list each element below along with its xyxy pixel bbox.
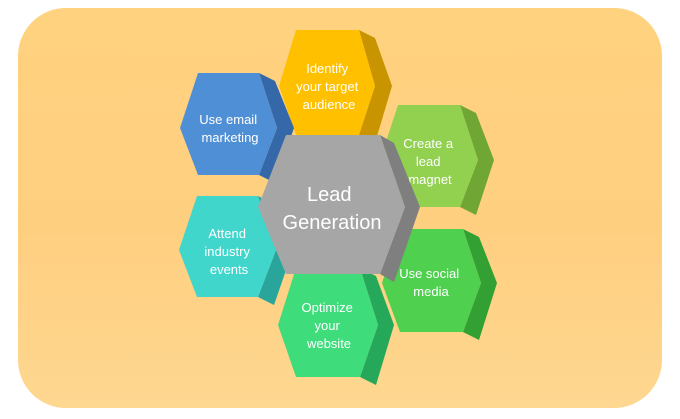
hex-website: Optimize your website bbox=[278, 268, 394, 385]
hex-events-line-2: industry bbox=[204, 244, 250, 259]
hex-events-side bbox=[258, 196, 293, 305]
hex-center-label: Lead Generation bbox=[283, 184, 382, 234]
hex-social-side bbox=[463, 229, 497, 340]
center-title-line-1: Lead bbox=[307, 184, 352, 206]
hex-social-face bbox=[382, 229, 481, 332]
hex-website-side bbox=[360, 268, 394, 385]
hex-events: Attend industry events bbox=[179, 196, 293, 305]
hex-email-line-1: Use email bbox=[199, 112, 257, 127]
hex-website-face bbox=[278, 268, 378, 377]
hex-identify: Identify your target audience bbox=[279, 30, 392, 143]
hex-identify-face bbox=[279, 30, 375, 135]
hex-center-side bbox=[380, 135, 420, 282]
hex-website-line-2: your bbox=[315, 318, 341, 333]
hex-lead-magnet-side bbox=[460, 105, 494, 215]
hex-identify-line-3: audience bbox=[303, 97, 356, 112]
hex-social: Use social media bbox=[382, 229, 497, 340]
hex-events-line-1: Attend bbox=[208, 226, 246, 241]
hex-social-line-2: media bbox=[413, 284, 449, 299]
center-title-line-2: Generation bbox=[283, 212, 382, 234]
hex-center: Lead Generation bbox=[258, 135, 420, 282]
hex-lead-magnet-label: Create a lead magnet bbox=[403, 136, 457, 187]
hex-social-label: Use social media bbox=[399, 266, 463, 299]
hex-lead-magnet-line-1: Create a bbox=[403, 136, 454, 151]
hex-lead-magnet-line-2: lead bbox=[416, 154, 441, 169]
hex-identify-label: Identify your target audience bbox=[296, 61, 362, 112]
hex-events-face bbox=[179, 196, 276, 297]
hex-identify-line-1: Identify bbox=[306, 61, 348, 76]
hex-email-label: Use email marketing bbox=[199, 112, 260, 145]
hex-email: Use email marketing bbox=[180, 73, 294, 183]
hex-lead-magnet-line-3: magnet bbox=[408, 172, 452, 187]
hex-events-label: Attend industry events bbox=[204, 226, 253, 277]
hex-center-face bbox=[258, 135, 405, 274]
hex-social-line-1: Use social bbox=[399, 266, 459, 281]
hex-email-face bbox=[180, 73, 277, 175]
hex-website-line-3: website bbox=[306, 336, 351, 351]
hex-website-line-1: Optimize bbox=[302, 300, 353, 315]
hex-email-line-2: marketing bbox=[201, 130, 258, 145]
hex-identify-line-2: your target bbox=[296, 79, 359, 94]
hex-identify-side bbox=[359, 30, 392, 143]
hex-email-side bbox=[259, 73, 294, 183]
hex-events-line-3: events bbox=[210, 262, 249, 277]
hex-website-label: Optimize your website bbox=[302, 300, 357, 351]
